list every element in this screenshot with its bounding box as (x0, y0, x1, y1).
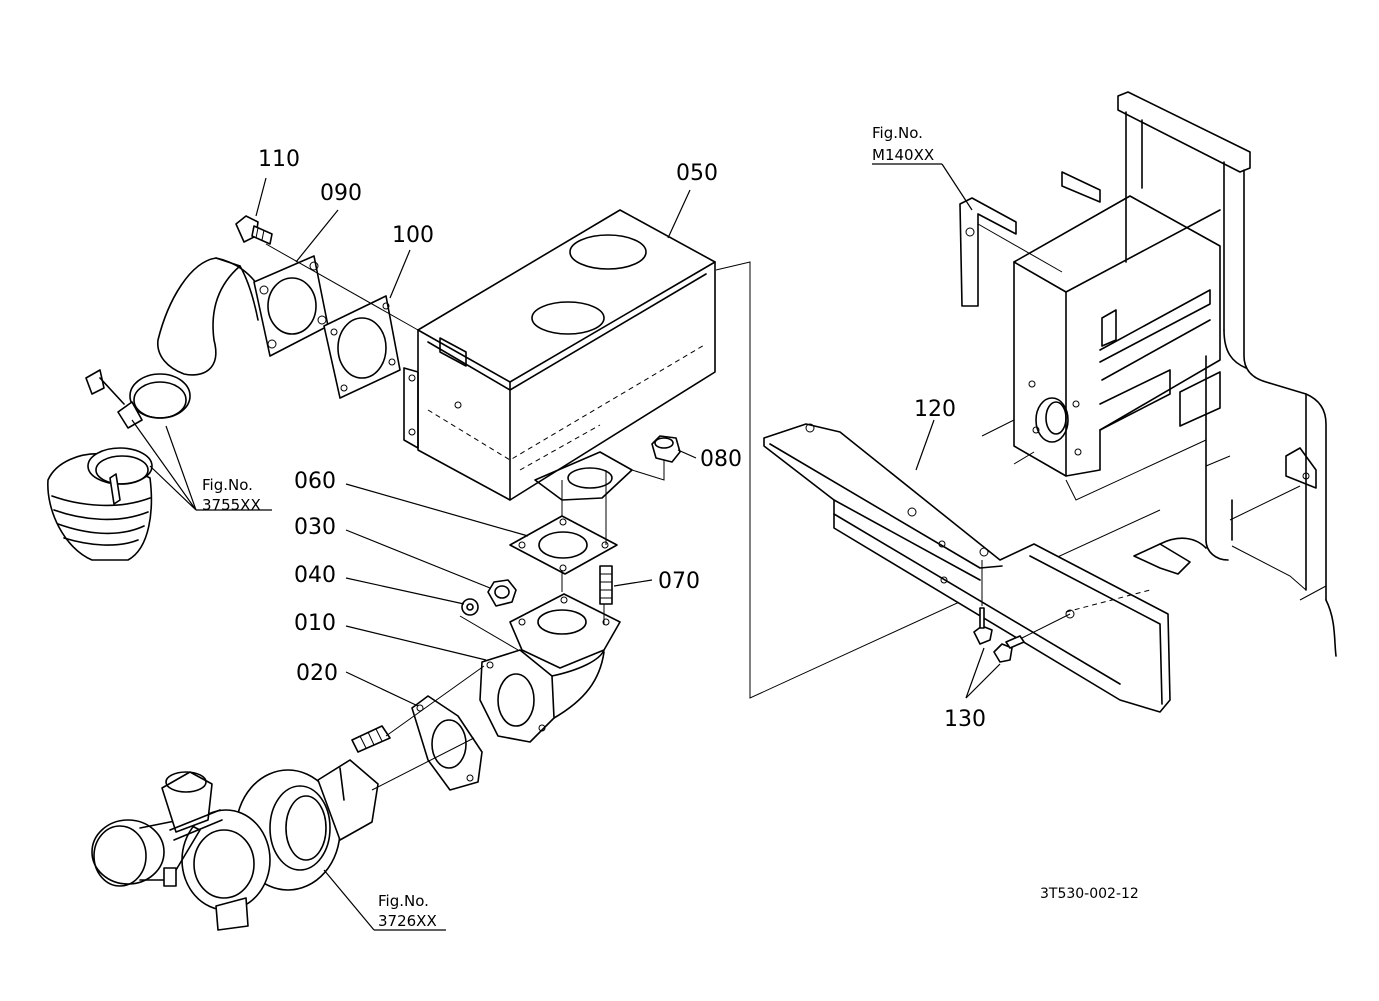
fig-ref-label: Fig.No. (378, 892, 429, 910)
gasket-020 (411, 695, 483, 791)
callout-120: 120 (914, 397, 956, 422)
callout-060: 060 (294, 469, 336, 494)
bolt-110 (235, 215, 273, 245)
exhaust-pipe (157, 257, 263, 376)
stud-070 (599, 565, 613, 605)
callout-030: 030 (294, 515, 336, 540)
figure-ref-m140xx: Fig.No. M140XX (872, 124, 934, 164)
callout-100: 100 (392, 223, 434, 248)
exhaust-elbow-010 (479, 593, 621, 743)
gasket-100 (323, 295, 401, 399)
callout-020: 020 (296, 661, 338, 686)
turbocharger (91, 759, 379, 931)
fig-ref-number: 3755XX (202, 496, 261, 514)
figure-ref-3755xx: Fig.No. 3755XX (202, 476, 261, 514)
frame-assembly (959, 91, 1337, 657)
stud (351, 725, 391, 753)
fig-ref-number: M140XX (872, 146, 934, 164)
callout-130: 130 (944, 707, 986, 732)
gasket-060 (509, 515, 618, 575)
muffler-050 (403, 209, 716, 501)
fig-ref-number: 3726XX (378, 912, 437, 930)
callout-110: 110 (258, 147, 300, 172)
leader-lines (131, 163, 1001, 931)
assembly-lines-left (265, 243, 1161, 791)
drawing-code: 3T530-002-12 (1040, 886, 1139, 902)
flange-090 (253, 255, 329, 357)
callout-040: 040 (294, 563, 336, 588)
callout-010: 010 (294, 611, 336, 636)
nut-030 (487, 579, 517, 607)
heat-shield-120 (763, 423, 1171, 713)
fig-ref-label: Fig.No. (872, 124, 923, 142)
callout-050: 050 (676, 161, 718, 186)
washer-040 (461, 598, 479, 616)
bolts-130 (973, 560, 1071, 663)
callouts: 110 090 100 050 080 060 030 070 040 010 … (258, 147, 986, 732)
callout-070: 070 (658, 569, 700, 594)
fig-ref-label: Fig.No. (202, 476, 253, 494)
hose-clamp (85, 369, 191, 429)
callout-090: 090 (320, 181, 362, 206)
nut-080 (651, 435, 681, 463)
bellows-pipe (47, 447, 153, 561)
figure-ref-3726xx: Fig.No. 3726XX (378, 892, 437, 930)
callout-080: 080 (700, 447, 742, 472)
